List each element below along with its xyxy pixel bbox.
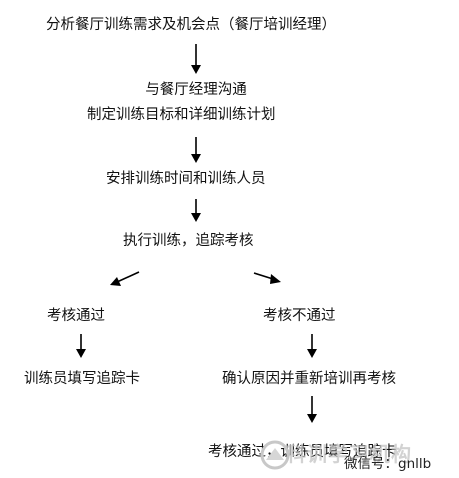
step-retrain: 确认原因并重新培训再考核 xyxy=(222,371,396,387)
arrow-plan-to-schedule xyxy=(191,137,201,163)
step-pass-again: 考核通过，训练员填写追踪卡 xyxy=(208,444,397,460)
step-schedule: 安排训练时间和训练人员 xyxy=(106,171,266,187)
step-fill-card: 训练员填写追踪卡 xyxy=(24,371,140,387)
step-pass: 考核通过 xyxy=(47,308,105,324)
arrow-execute-to-fail xyxy=(253,272,281,284)
arrow-retrain-to-pass-again xyxy=(307,396,317,423)
step-communicate-manager: 与餐厅经理沟通 xyxy=(145,82,247,98)
arrow-fail-to-retrain xyxy=(307,334,317,358)
arrow-execute-to-pass xyxy=(110,271,140,286)
step-analyze-needs: 分析餐厅训练需求及机会点（餐厅培训经理） xyxy=(46,17,336,33)
arrow-analyze-to-communicate xyxy=(191,44,201,74)
step-set-plan: 制定训练目标和详细训练计划 xyxy=(87,107,276,123)
step-execute-track: 执行训练，追踪考核 xyxy=(123,233,254,249)
arrow-schedule-to-execute xyxy=(191,199,201,222)
step-fail: 考核不通过 xyxy=(263,308,336,324)
arrow-pass-to-fill-card xyxy=(76,334,86,358)
